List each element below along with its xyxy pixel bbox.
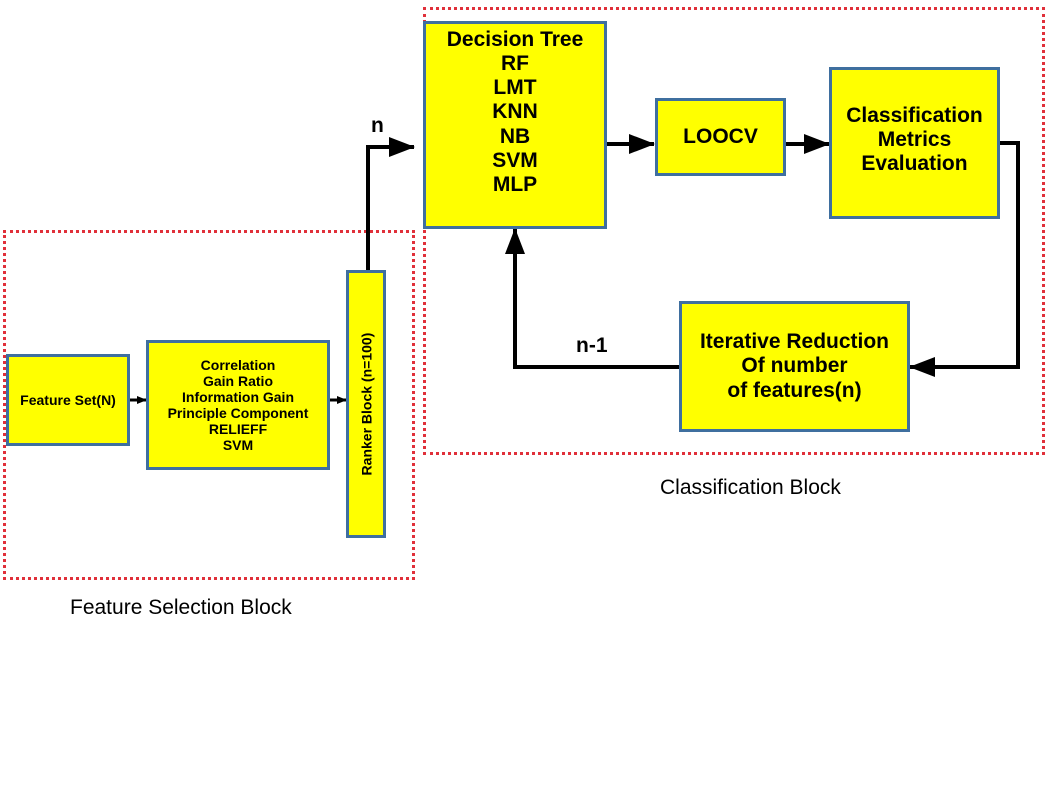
classification-region: [423, 7, 1045, 455]
method-svm: SVM: [222, 437, 254, 454]
method-principle-component: Principle Component: [167, 405, 309, 421]
classifier-lmt: LMT: [493, 76, 537, 100]
metrics-line-2: Metrics: [877, 128, 952, 152]
ranker-node: Ranker Block (n=100): [346, 270, 386, 538]
reduction-line-3: of features(n): [727, 378, 862, 402]
loocv-node: LOOCV: [655, 98, 786, 176]
edge-metrics-to-reduction: [909, 141, 1020, 377]
metrics-line-3: Evaluation: [861, 152, 968, 176]
reduction-node: Iterative Reduction Of number of feature…: [679, 301, 910, 432]
ranker-label: Ranker Block (n=100): [357, 332, 374, 476]
edge-reduction-to-classifiers: [505, 228, 680, 369]
edge-ranker-to-classifiers: [366, 137, 415, 270]
feature-set-node: Feature Set(N): [6, 354, 130, 446]
classifier-svm: SVM: [492, 148, 538, 172]
edge-label-n-minus-1: n-1: [576, 334, 608, 357]
reduction-line-2: Of number: [741, 354, 848, 378]
metrics-line-1: Classification: [846, 104, 983, 127]
method-correlation: Correlation: [200, 356, 276, 373]
selection-methods-node: Correlation Gain Ratio Information Gain …: [146, 340, 330, 470]
classifier-mlp: MLP: [492, 172, 538, 196]
classifier-nb: NB: [499, 124, 531, 148]
method-relieff: RELIEFF: [208, 421, 268, 438]
method-information-gain: Information Gain: [182, 388, 294, 405]
reduction-line-1: Iterative Reduction: [699, 330, 890, 354]
feature-set-label: Feature Set(N): [20, 391, 116, 408]
classifier-knn: KNN: [492, 100, 538, 124]
classifiers-node: Decision Tree RF LMT KNN NB SVM MLP: [423, 21, 607, 229]
edge-label-n: n: [371, 114, 384, 137]
method-gain-ratio: Gain Ratio: [202, 372, 273, 389]
classification-caption: Classification Block: [660, 476, 841, 499]
classifier-rf: RF: [501, 52, 529, 76]
loocv-label: LOOCV: [683, 124, 758, 148]
feature-selection-region: [3, 230, 415, 580]
feature-selection-caption: Feature Selection Block: [70, 596, 292, 619]
classifier-decision-tree: Decision Tree: [446, 28, 584, 51]
metrics-node: Classification Metrics Evaluation: [829, 67, 1000, 219]
